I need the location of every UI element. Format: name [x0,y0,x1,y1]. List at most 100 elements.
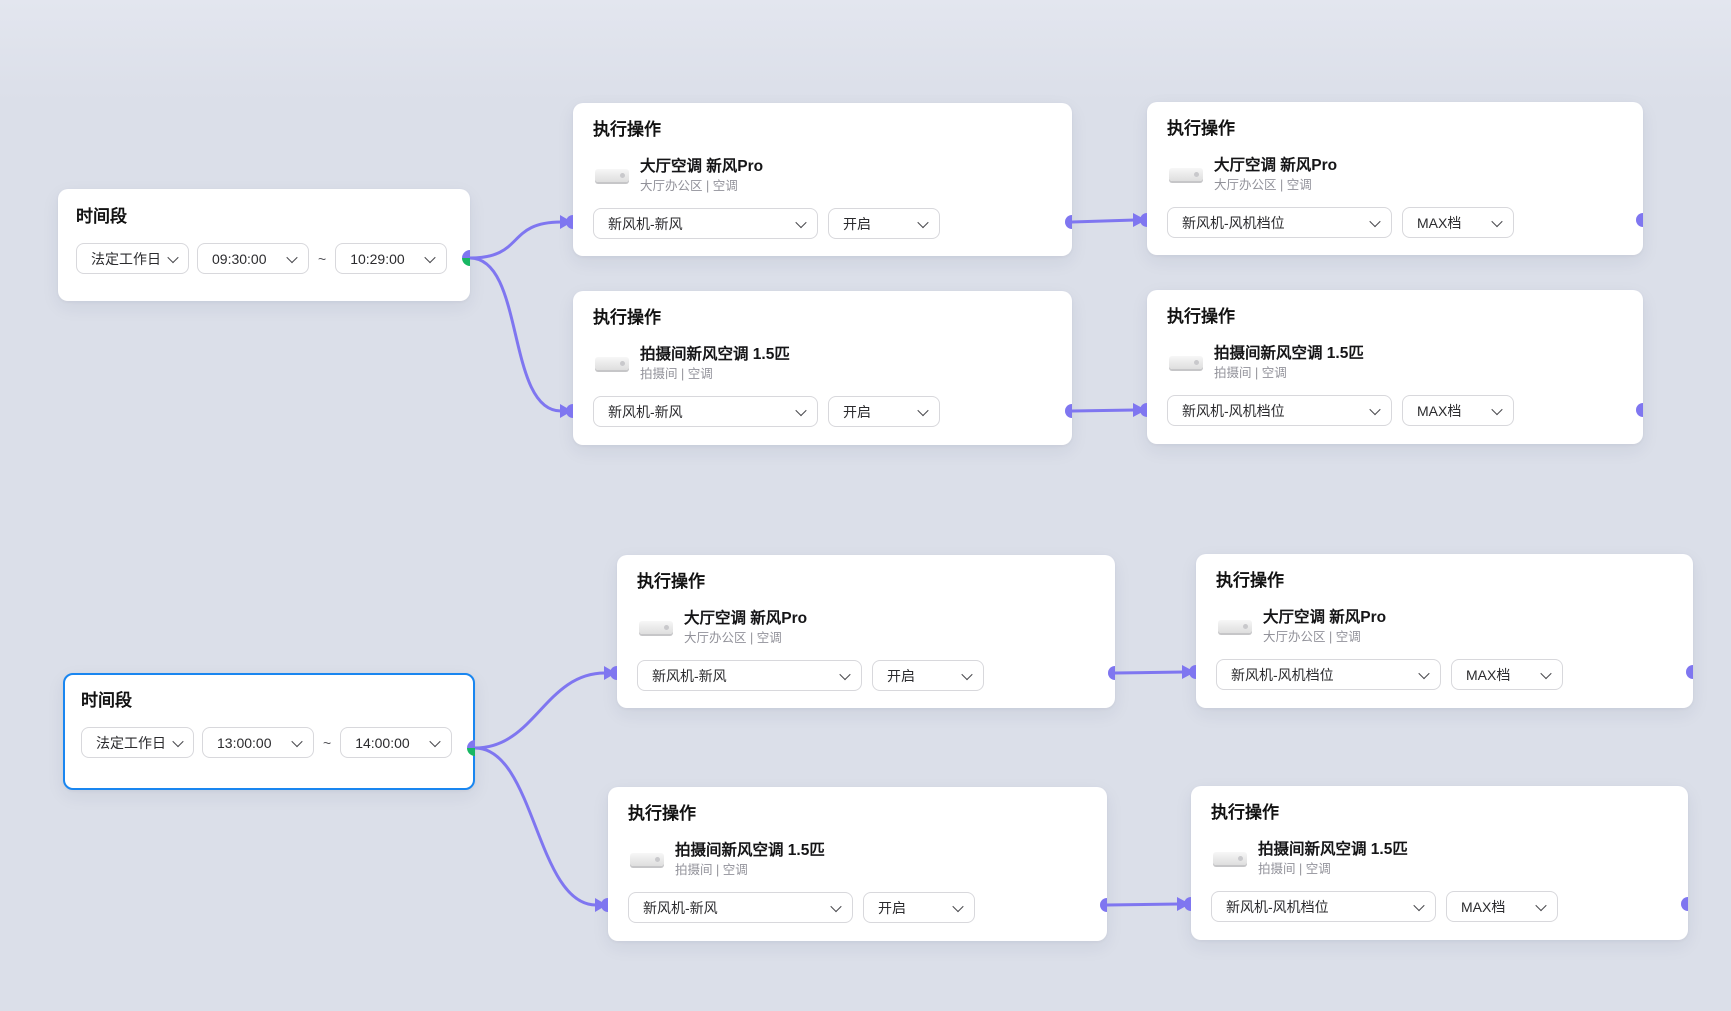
chevron-down-icon [1491,215,1503,227]
time-period-node-selected[interactable]: 时间段 法定工作日 13:00:00 ~ 14:00:00 [63,673,475,790]
function-select[interactable]: 新风机-新风 [637,660,862,691]
chevron-down-icon [1535,899,1547,911]
action-value-select[interactable]: MAX档 [1402,395,1514,426]
node-title: 时间段 [81,691,132,710]
chevron-down-icon [429,735,441,747]
action-value-select[interactable]: MAX档 [1402,207,1514,238]
device-row: 拍摄间新风空调 1.5匹 拍摄间 | 空调 [630,841,1087,878]
chevron-down-icon [424,251,436,263]
function-value: 新风机-风机档位 [1182,402,1285,419]
output-handle[interactable] [1065,215,1072,229]
action-value: 开启 [878,899,906,916]
edge [1070,408,1137,413]
device-name: 大厅空调 新风Pro [1214,157,1338,174]
input-handle[interactable] [1140,213,1147,227]
device-name: 大厅空调 新风Pro [1263,609,1387,626]
node-title: 执行操作 [593,120,661,139]
device-name: 拍摄间新风空调 1.5匹 [1258,841,1408,858]
action-node[interactable]: 执行操作 大厅空调 新风Pro 大厅办公区 | 空调 新风机-新风 开启 [617,555,1115,708]
output-handle[interactable] [1100,898,1107,912]
output-handle[interactable] [1108,666,1115,680]
device-location: 大厅办公区 | 空调 [1263,630,1361,644]
chevron-down-icon [291,735,303,747]
chevron-down-icon [795,404,807,416]
function-select[interactable]: 新风机-风机档位 [1167,207,1392,238]
device-name: 大厅空调 新风Pro [640,158,764,175]
action-node[interactable]: 执行操作 大厅空调 新风Pro 大厅办公区 | 空调 新风机-新风 开启 [573,103,1072,256]
chevron-down-icon [1413,899,1425,911]
chevron-down-icon [1418,667,1430,679]
action-value: 开启 [843,215,871,232]
input-handle[interactable] [1184,897,1191,911]
end-time-select[interactable]: 10:29:00 [335,243,448,274]
start-time-select[interactable]: 13:00:00 [202,727,314,758]
device-row: 拍摄间新风空调 1.5匹 拍摄间 | 空调 [595,345,1052,382]
action-node[interactable]: 执行操作 大厅空调 新风Pro 大厅办公区 | 空调 新风机-风机档位 MAX档 [1147,102,1643,255]
function-value: 新风机-新风 [643,899,718,916]
chevron-down-icon [917,216,929,228]
output-handle[interactable] [1686,665,1693,679]
action-value: 开启 [843,403,871,420]
device-location: 拍摄间 | 空调 [640,367,713,381]
node-title: 执行操作 [628,804,696,823]
device-name: 拍摄间新风空调 1.5匹 [675,842,825,859]
input-handle[interactable] [1189,665,1196,679]
edge [473,746,598,907]
source-handle[interactable] [467,740,475,748]
source-handle-green[interactable] [467,748,475,756]
day-type-select[interactable]: 法定工作日 [76,243,189,274]
range-separator: ~ [323,734,332,751]
action-value: MAX档 [1466,666,1511,683]
function-select[interactable]: 新风机-新风 [593,208,818,239]
function-select[interactable]: 新风机-风机档位 [1211,891,1436,922]
action-value-select[interactable]: MAX档 [1446,891,1558,922]
input-handle[interactable] [566,215,573,229]
function-select[interactable]: 新风机-新风 [628,892,853,923]
action-value: MAX档 [1417,214,1462,231]
device-location: 拍摄间 | 空调 [675,863,748,877]
start-time-select[interactable]: 09:30:00 [197,243,309,274]
action-node[interactable]: 执行操作 拍摄间新风空调 1.5匹 拍摄间 | 空调 新风机-新风 开启 [573,291,1072,445]
function-select[interactable]: 新风机-风机档位 [1216,659,1441,690]
action-node[interactable]: 执行操作 大厅空调 新风Pro 大厅办公区 | 空调 新风机-风机档位 MAX档 [1196,554,1693,708]
function-select[interactable]: 新风机-风机档位 [1167,395,1392,426]
node-handles [566,213,1693,912]
action-value: 开启 [887,667,915,684]
action-value-select[interactable]: 开启 [872,660,984,691]
action-value-select[interactable]: 开启 [863,892,975,923]
output-handle[interactable] [1681,897,1688,911]
node-title: 时间段 [76,207,127,226]
chevron-down-icon [1369,403,1381,415]
device-row: 大厅空调 新风Pro 大厅办公区 | 空调 [1218,608,1673,645]
function-value: 新风机-新风 [652,667,727,684]
device-row: 大厅空调 新风Pro 大厅办公区 | 空调 [1169,156,1623,193]
input-handle[interactable] [566,404,573,418]
input-handle[interactable] [1140,403,1147,417]
ac-unit-icon [1213,852,1247,865]
action-value-select[interactable]: 开启 [828,208,940,239]
action-value-select[interactable]: 开启 [828,396,940,427]
device-name: 拍摄间新风空调 1.5匹 [640,346,790,363]
end-time-select[interactable]: 14:00:00 [340,727,453,758]
chevron-down-icon [917,404,929,416]
input-handle[interactable] [601,898,608,912]
action-value-select[interactable]: MAX档 [1451,659,1563,690]
output-handle[interactable] [1636,403,1643,417]
output-handle[interactable] [1636,213,1643,227]
action-node[interactable]: 执行操作 拍摄间新风空调 1.5匹 拍摄间 | 空调 新风机-风机档位 MAX档 [1147,290,1643,444]
day-type-select[interactable]: 法定工作日 [81,727,194,758]
ac-unit-icon [595,169,629,182]
source-handle-green[interactable] [462,258,470,266]
action-node[interactable]: 执行操作 拍摄间新风空调 1.5匹 拍摄间 | 空调 新风机-新风 开启 [608,787,1107,941]
function-value: 新风机-新风 [608,215,683,232]
time-period-node[interactable]: 时间段 法定工作日 09:30:00 ~ 10:29:00 [58,189,470,301]
device-location: 大厅办公区 | 空调 [1214,178,1312,192]
input-handle[interactable] [610,666,617,680]
function-select[interactable]: 新风机-新风 [593,396,818,427]
chevron-down-icon [1369,215,1381,227]
output-handle[interactable] [1065,404,1072,418]
source-handle[interactable] [462,250,470,258]
action-node[interactable]: 执行操作 拍摄间新风空调 1.5匹 拍摄间 | 空调 新风机-风机档位 MAX档 [1191,786,1688,940]
chevron-down-icon [1540,667,1552,679]
